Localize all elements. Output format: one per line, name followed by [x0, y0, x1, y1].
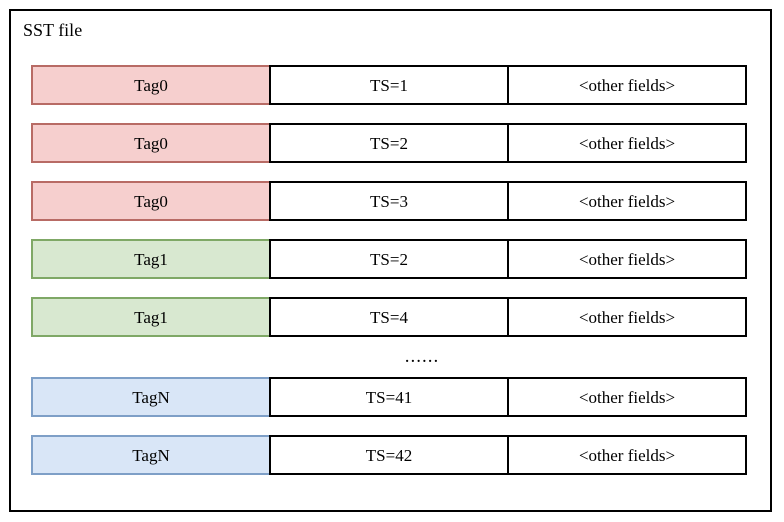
- tag-cell: Tag1: [31, 239, 271, 279]
- timestamp-cell: TS=42: [269, 435, 509, 475]
- other-fields-cell: <other fields>: [507, 239, 747, 279]
- table-row: TagN TS=41 <other fields>: [31, 377, 751, 417]
- tag-cell: Tag1: [31, 297, 271, 337]
- other-fields-cell: <other fields>: [507, 181, 747, 221]
- row-spacer: [31, 163, 751, 181]
- timestamp-cell: TS=41: [269, 377, 509, 417]
- other-fields-cell: <other fields>: [507, 377, 747, 417]
- table-row: Tag0 TS=3 <other fields>: [31, 181, 751, 221]
- other-fields-cell: <other fields>: [507, 297, 747, 337]
- table-row: Tag0 TS=1 <other fields>: [31, 65, 751, 105]
- timestamp-cell: TS=2: [269, 239, 509, 279]
- table-row: Tag1 TS=2 <other fields>: [31, 239, 751, 279]
- timestamp-cell: TS=1: [269, 65, 509, 105]
- other-fields-cell: <other fields>: [507, 65, 747, 105]
- tag-cell: Tag0: [31, 123, 271, 163]
- sst-file-frame: SST file Tag0 TS=1 <other fields> Tag0 T…: [9, 9, 772, 512]
- other-fields-cell: <other fields>: [507, 435, 747, 475]
- other-fields-cell: <other fields>: [507, 123, 747, 163]
- table-row: Tag0 TS=2 <other fields>: [31, 123, 751, 163]
- ellipsis-separator: ......: [31, 337, 751, 377]
- timestamp-cell: TS=4: [269, 297, 509, 337]
- tag-cell: Tag0: [31, 181, 271, 221]
- ellipsis-text: ......: [404, 346, 440, 367]
- sst-file-title: SST file: [23, 20, 83, 40]
- tag-cell: TagN: [31, 435, 271, 475]
- row-spacer: [31, 105, 751, 123]
- tag-cell: Tag0: [31, 65, 271, 105]
- timestamp-cell: TS=2: [269, 123, 509, 163]
- row-spacer: [31, 221, 751, 239]
- record-list: Tag0 TS=1 <other fields> Tag0 TS=2 <othe…: [31, 65, 751, 475]
- timestamp-cell: TS=3: [269, 181, 509, 221]
- row-spacer: [31, 279, 751, 297]
- row-spacer: [31, 417, 751, 435]
- tag-cell: TagN: [31, 377, 271, 417]
- table-row: TagN TS=42 <other fields>: [31, 435, 751, 475]
- table-row: Tag1 TS=4 <other fields>: [31, 297, 751, 337]
